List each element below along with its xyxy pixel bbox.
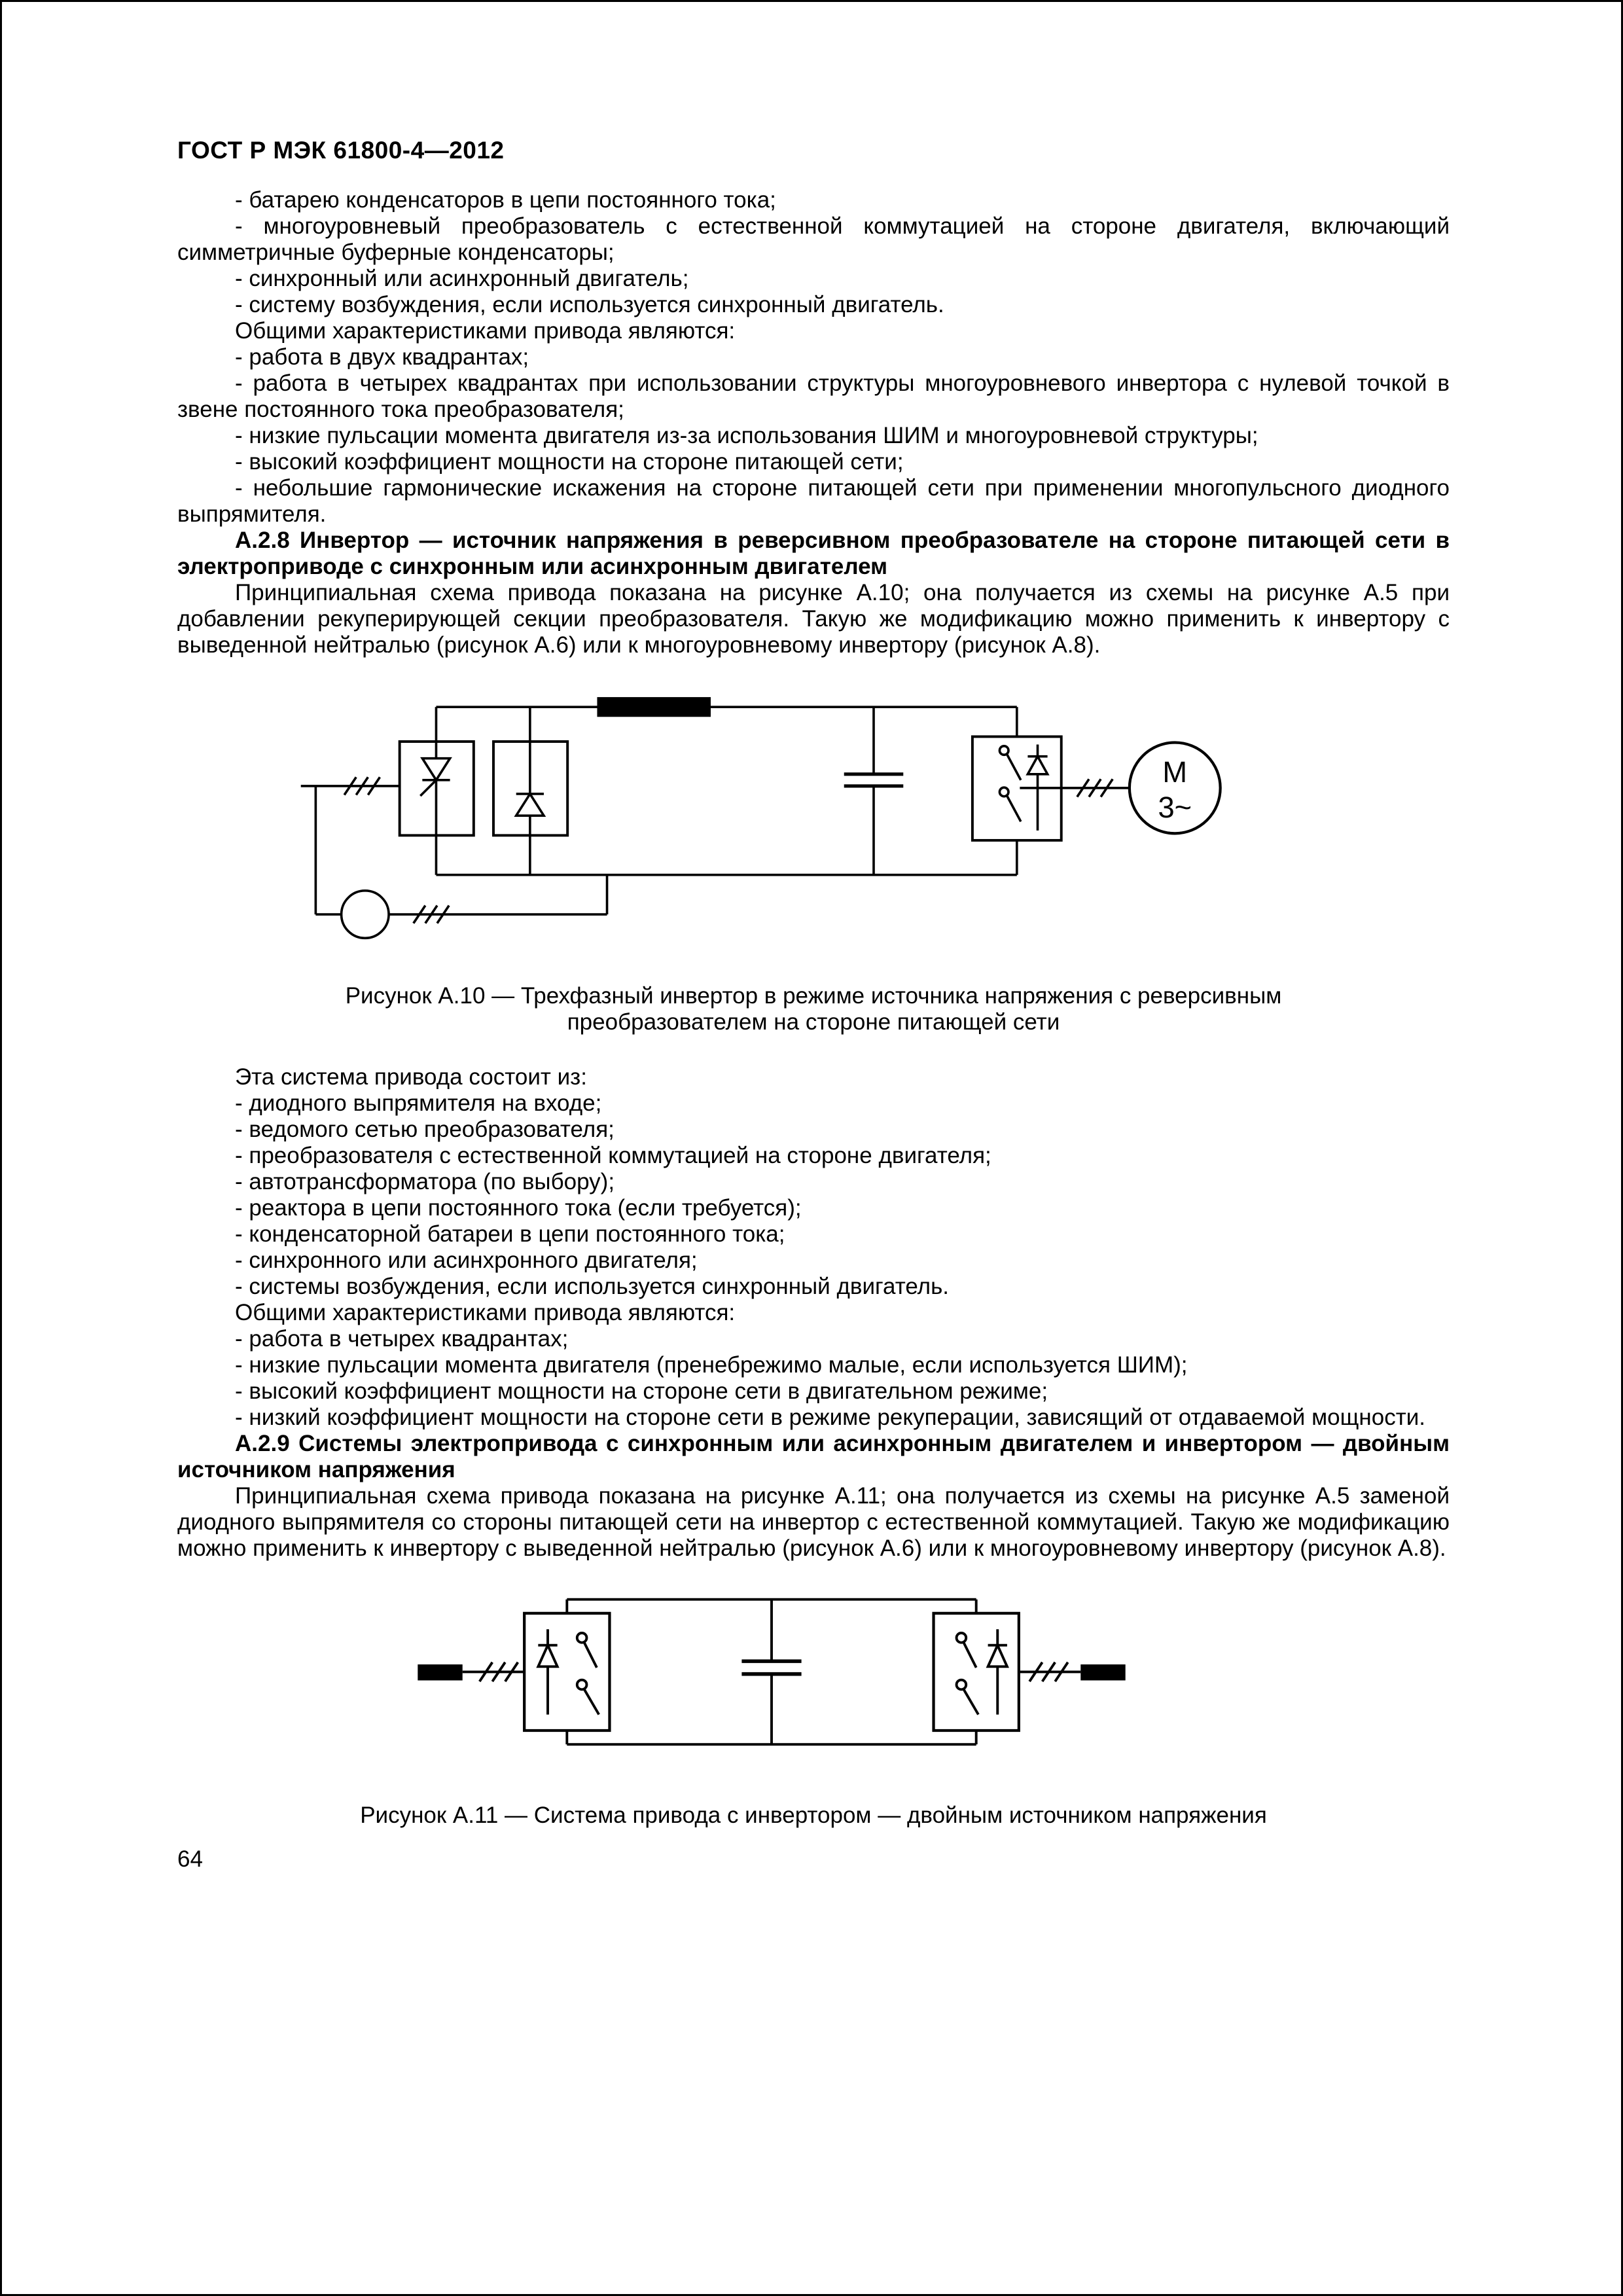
list-item: - многоуровневый преобразователь с естес…	[177, 213, 1450, 265]
three-phase-marks-input	[343, 776, 381, 796]
autotransformer-symbol	[315, 874, 609, 940]
diode-symbol	[986, 1629, 1009, 1715]
list-item: - синхронный или асинхронный двигатель;	[235, 266, 689, 291]
list-item: - синхронного или асинхронного двигателя…	[235, 1247, 698, 1273]
three-phase-marks-motor	[1076, 778, 1114, 798]
list-item: - преобразователя с естественной коммута…	[235, 1143, 991, 1168]
dc-bus	[435, 706, 1018, 876]
page-number: 64	[177, 1846, 203, 1872]
document-body: - батарею конденсаторов в цепи постоянно…	[177, 187, 1450, 1829]
figure-a10-diagram: М 3~	[281, 687, 1450, 965]
document-header: ГОСТ Р МЭК 61800-4—2012	[177, 137, 505, 164]
list-item: - работа в двух квадрантах;	[235, 344, 529, 370]
igbt-symbol	[955, 1632, 980, 1715]
list-item: - работа в четырех квадрантах при исполь…	[177, 370, 1450, 422]
inverter-block	[971, 735, 1063, 842]
section-heading-a2-8: А.2.8 Инвертор — источник напряжения в р…	[177, 528, 1450, 579]
list-item: - диодного выпрямителя на входе;	[235, 1090, 602, 1116]
diode-symbol	[514, 742, 546, 836]
dc-link-capacitor-symbol	[844, 707, 904, 875]
paragraph: Общими характеристиками привода являются…	[235, 318, 736, 344]
thyristor-symbol	[419, 742, 452, 836]
three-phase-marks-right	[1028, 1661, 1069, 1683]
figure-a11-diagram	[399, 1587, 1450, 1768]
list-item: - низкие пульсации момента двигателя из-…	[235, 423, 1258, 448]
list-item: - автотрансформатора (по выбору);	[235, 1169, 615, 1194]
list-item: - небольшие гармонические искажения на с…	[177, 475, 1450, 527]
figure-a11-caption: Рисунок А.11 — Система привода с инверто…	[360, 1803, 1267, 1828]
list-item: - батарею конденсаторов в цепи постоянно…	[235, 187, 776, 213]
circuit-diagram-a11	[418, 1598, 1126, 1746]
motor-label: М	[1162, 755, 1187, 789]
diode-symbol	[536, 1629, 560, 1715]
three-phase-marks-autotransformer	[412, 905, 450, 924]
list-item: - низкие пульсации момента двигателя (пр…	[235, 1352, 1188, 1378]
regen-converter-block	[492, 740, 569, 837]
list-item: - работа в четырех квадрантах;	[235, 1326, 569, 1352]
motor-symbol: М 3~	[1128, 741, 1222, 835]
rectifier-block	[398, 740, 475, 837]
paragraph: Принципиальная схема привода показана на…	[177, 580, 1450, 658]
section-heading-a2-9: А.2.9 Системы электропривода с синхронны…	[177, 1431, 1450, 1482]
three-phase-marks-left	[478, 1661, 520, 1683]
list-item: - реактора в цепи постоянного тока (если…	[235, 1195, 802, 1221]
figure-a10-caption: Рисунок А.10 — Трехфазный инвертор в реж…	[345, 983, 1282, 1035]
list-item: - низкий коэффициент мощности на стороне…	[235, 1405, 1426, 1430]
list-item: - конденсаторной батареи в цепи постоянн…	[235, 1221, 785, 1247]
igbt-symbol	[998, 744, 1022, 823]
list-item: - систему возбуждения, если используется…	[235, 292, 944, 317]
circuit-diagram-a10: М 3~	[300, 697, 1222, 940]
dc-reactor-symbol	[597, 697, 711, 717]
motor-side-inverter-block	[932, 1611, 1020, 1732]
list-item: - системы возбуждения, если используется…	[235, 1274, 950, 1299]
list-item: - высокий коэффициент мощности на сторон…	[235, 1378, 1048, 1404]
paragraph: Эта система привода состоит из:	[235, 1064, 587, 1090]
document-page: ГОСТ Р МЭК 61800-4—2012 - батарею конден…	[2, 2, 1621, 1829]
line-side-inverter-block	[523, 1611, 611, 1732]
dc-link-capacitor-symbol	[741, 1599, 802, 1745]
motor-phases-label: 3~	[1158, 791, 1192, 824]
list-item: - ведомого сетью преобразователя;	[235, 1117, 615, 1142]
list-item: - высокий коэффициент мощности на сторон…	[235, 449, 904, 475]
paragraph: Общими характеристиками привода являются…	[235, 1300, 736, 1325]
line-terminal-left	[418, 1664, 463, 1681]
freewheel-diode-symbol	[1026, 744, 1050, 831]
igbt-symbol	[575, 1632, 600, 1715]
line-terminal-right	[1080, 1664, 1126, 1681]
paragraph: Принципиальная схема привода показана на…	[177, 1483, 1450, 1561]
